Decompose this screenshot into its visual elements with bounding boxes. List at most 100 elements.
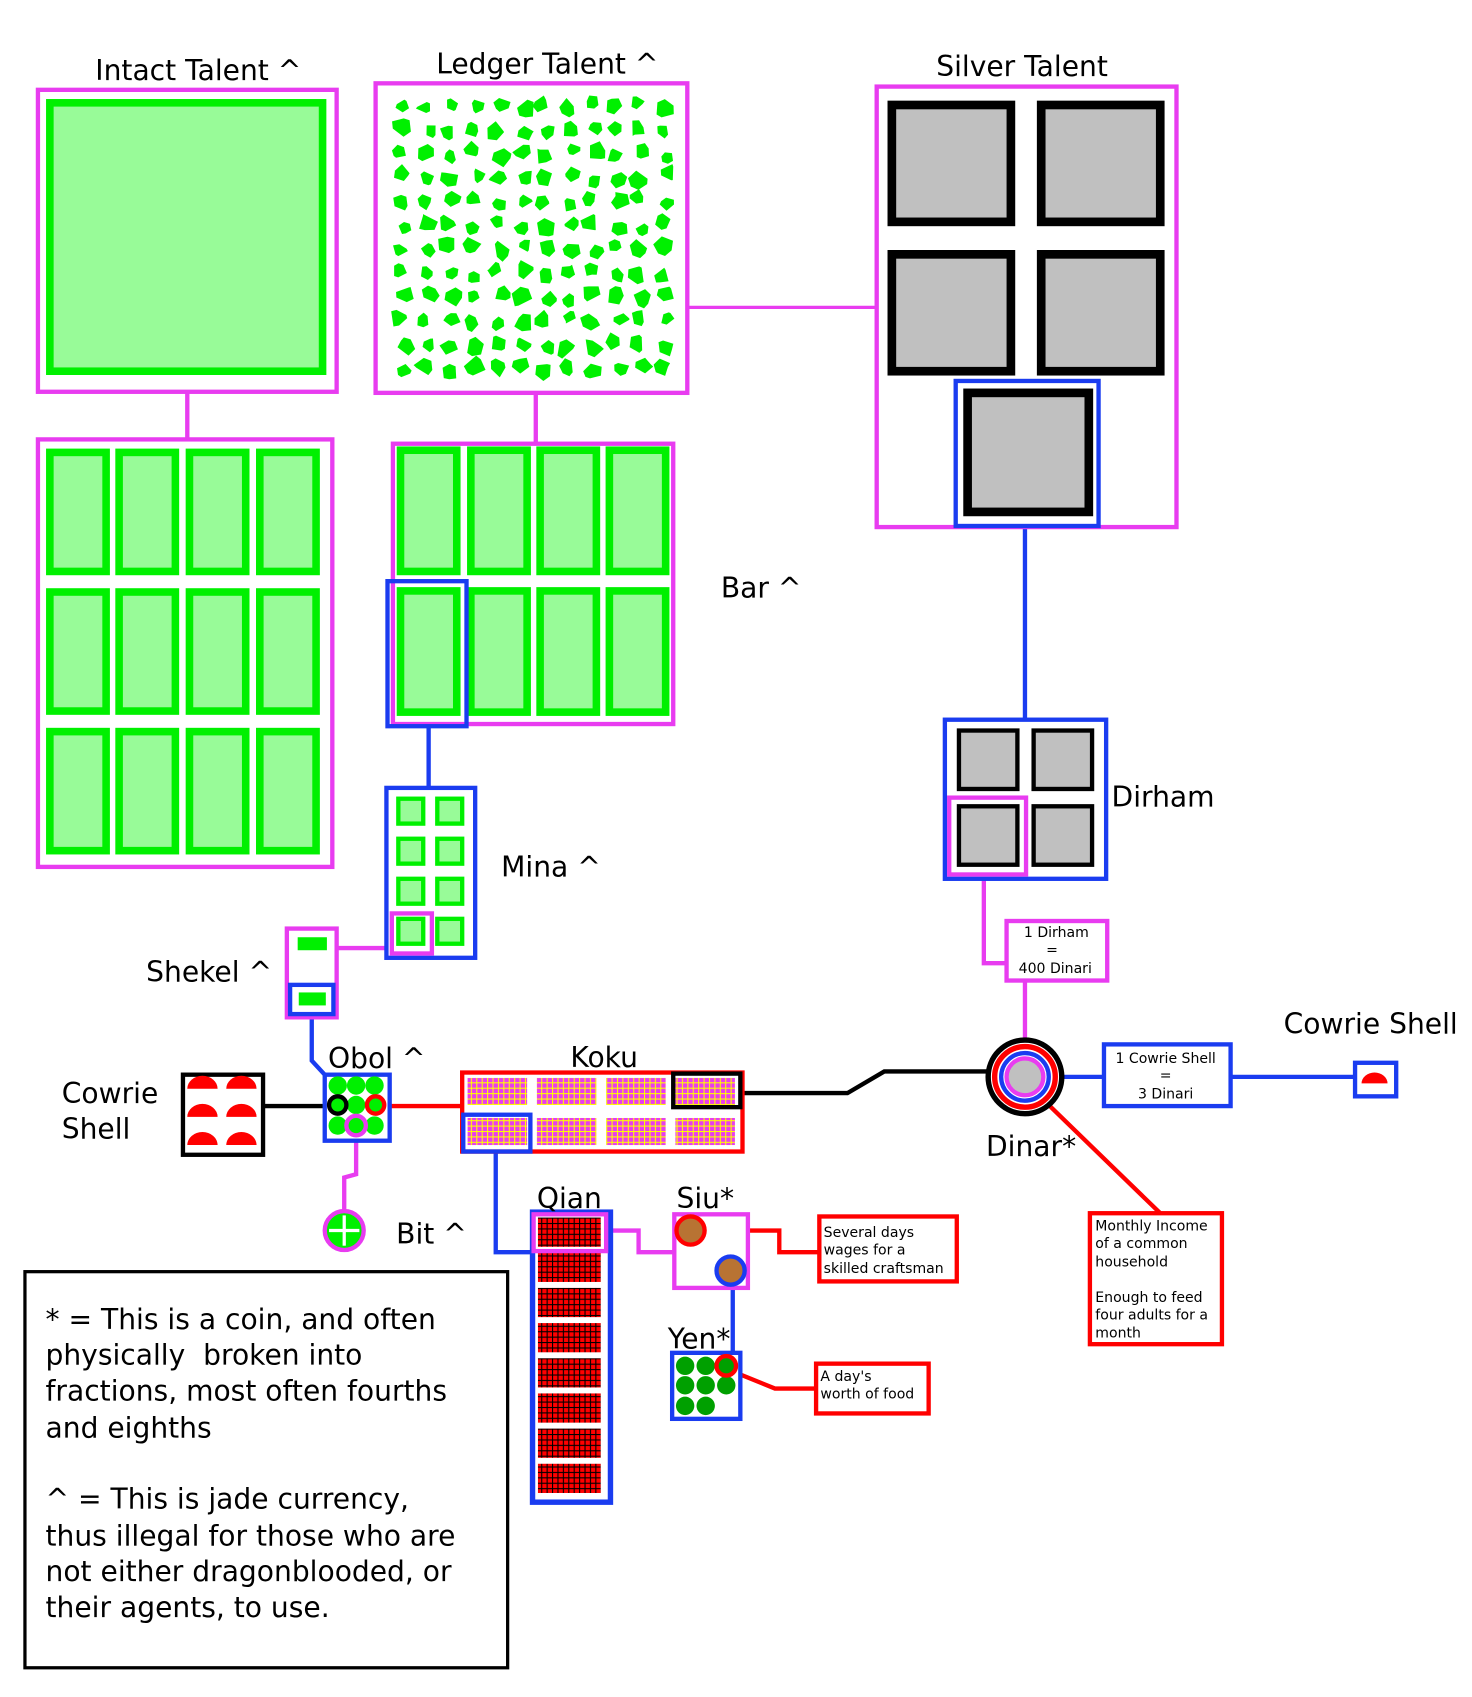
connector-line <box>1048 1104 1162 1215</box>
jade-fragment <box>560 264 576 279</box>
jade-fragment <box>562 310 576 324</box>
jade-fragment <box>392 118 411 137</box>
jade-fragment <box>632 120 645 136</box>
koku-cell <box>536 1077 597 1105</box>
bar-ingot <box>605 446 670 576</box>
jade-fragment <box>589 244 605 260</box>
jade-fragment <box>443 313 461 326</box>
yen-coin <box>675 1396 695 1416</box>
jade-fragment <box>627 170 648 190</box>
jade-fragment <box>658 340 674 357</box>
jade-fragment <box>444 190 462 207</box>
label-dirham: Dirham <box>1112 780 1215 813</box>
jade-fragment <box>629 189 644 204</box>
jade-fragment <box>590 141 606 159</box>
legend-text: * = This is a coin, and often physically… <box>46 1303 456 1624</box>
jade-fragment <box>395 99 410 113</box>
jade-fragment <box>391 309 408 327</box>
label-cowrie-left-1: Cowrie <box>62 1077 159 1110</box>
note-line: skilled craftsman <box>824 1261 944 1277</box>
jade-fragment <box>607 121 622 137</box>
jade-fragment <box>635 357 654 374</box>
jade-fragment <box>474 168 486 184</box>
jade-fragment <box>413 357 433 376</box>
jade-fragment <box>519 194 533 208</box>
jade-fragment <box>464 314 479 333</box>
jade-fragment <box>559 358 573 377</box>
label-ledger-talent: Ledger Talent ^ <box>436 48 658 81</box>
jade-fragment <box>606 98 623 115</box>
mina-highlight <box>389 911 435 956</box>
jade-fragment <box>391 144 406 158</box>
jade-fragment <box>420 243 436 258</box>
siu-coin <box>714 1254 747 1287</box>
note-line: four adults for a <box>1095 1307 1208 1323</box>
connector-line <box>739 1372 817 1391</box>
legend-line: * = This is a coin, and often <box>46 1303 436 1336</box>
jade-fragment <box>512 144 531 160</box>
jade-fragment <box>608 286 624 305</box>
silver-bar <box>963 388 1094 517</box>
jade-fragment <box>396 287 414 303</box>
qian-string <box>537 1463 601 1493</box>
jade-fragment <box>419 214 438 231</box>
jade-fragment <box>468 290 480 303</box>
dinar-value-box <box>1087 1211 1225 1347</box>
jade-fragment <box>487 261 502 278</box>
jade-fragment <box>397 337 416 356</box>
dirham-piece <box>1031 728 1095 792</box>
dinar-ring-blue <box>998 1050 1051 1103</box>
jade-fragment <box>611 221 628 236</box>
jade-fragment <box>465 221 480 236</box>
jade-fragment <box>608 239 622 251</box>
jade-fragment <box>585 339 604 358</box>
obol-ring-magenta <box>344 1113 369 1138</box>
note-line: = <box>1046 943 1058 959</box>
jade-fragment <box>580 214 596 231</box>
note-line: of a common <box>1095 1236 1187 1252</box>
jade-fragment <box>420 171 435 186</box>
label-dinar: Dinar* <box>986 1130 1076 1163</box>
qian-string <box>537 1252 601 1282</box>
jade-fragment <box>655 213 671 230</box>
jade-fragment <box>559 97 575 118</box>
jade-fragment <box>534 309 549 328</box>
bar-ingot <box>185 727 250 855</box>
jade-fragment <box>491 148 512 168</box>
jade-fragment <box>518 260 534 280</box>
mina-piece <box>396 916 426 946</box>
bar-ingot <box>115 727 180 855</box>
note-line: Enough to feed <box>1095 1290 1202 1306</box>
jade-fragment <box>581 191 596 207</box>
cowrie-shell-icon <box>226 1103 257 1117</box>
jade-fragment <box>586 95 599 109</box>
silver-bar <box>1036 100 1165 227</box>
jade-fragment <box>493 97 511 112</box>
obol-coin <box>328 1116 347 1135</box>
jade-fragment <box>467 336 484 357</box>
jade-fragment <box>398 221 412 234</box>
yen-coin <box>675 1376 695 1395</box>
jade-fragment <box>397 363 412 378</box>
note-line: Monthly Income <box>1095 1219 1207 1235</box>
connector-line <box>493 1151 533 1255</box>
jade-fragment <box>491 335 506 351</box>
jade-fragment <box>583 363 602 379</box>
jade-fragment <box>464 121 479 138</box>
obol-ring-black <box>326 1094 349 1116</box>
jade-fragment <box>534 195 550 211</box>
koku-cell <box>467 1077 528 1105</box>
jade-fragment <box>511 286 533 307</box>
jade-fragment <box>540 125 555 141</box>
mina-piece <box>396 836 426 866</box>
label-mina: Mina ^ <box>501 851 601 884</box>
legend-line: thus illegal for those who are <box>46 1519 456 1552</box>
yen-coin <box>717 1376 736 1395</box>
obol-ring-red <box>364 1094 387 1116</box>
label-siu: Siu* <box>676 1182 734 1215</box>
jade-fragment <box>610 172 628 189</box>
shekel-piece <box>297 937 327 951</box>
qian-string <box>537 1287 601 1318</box>
label-bit: Bit ^ <box>396 1218 467 1251</box>
